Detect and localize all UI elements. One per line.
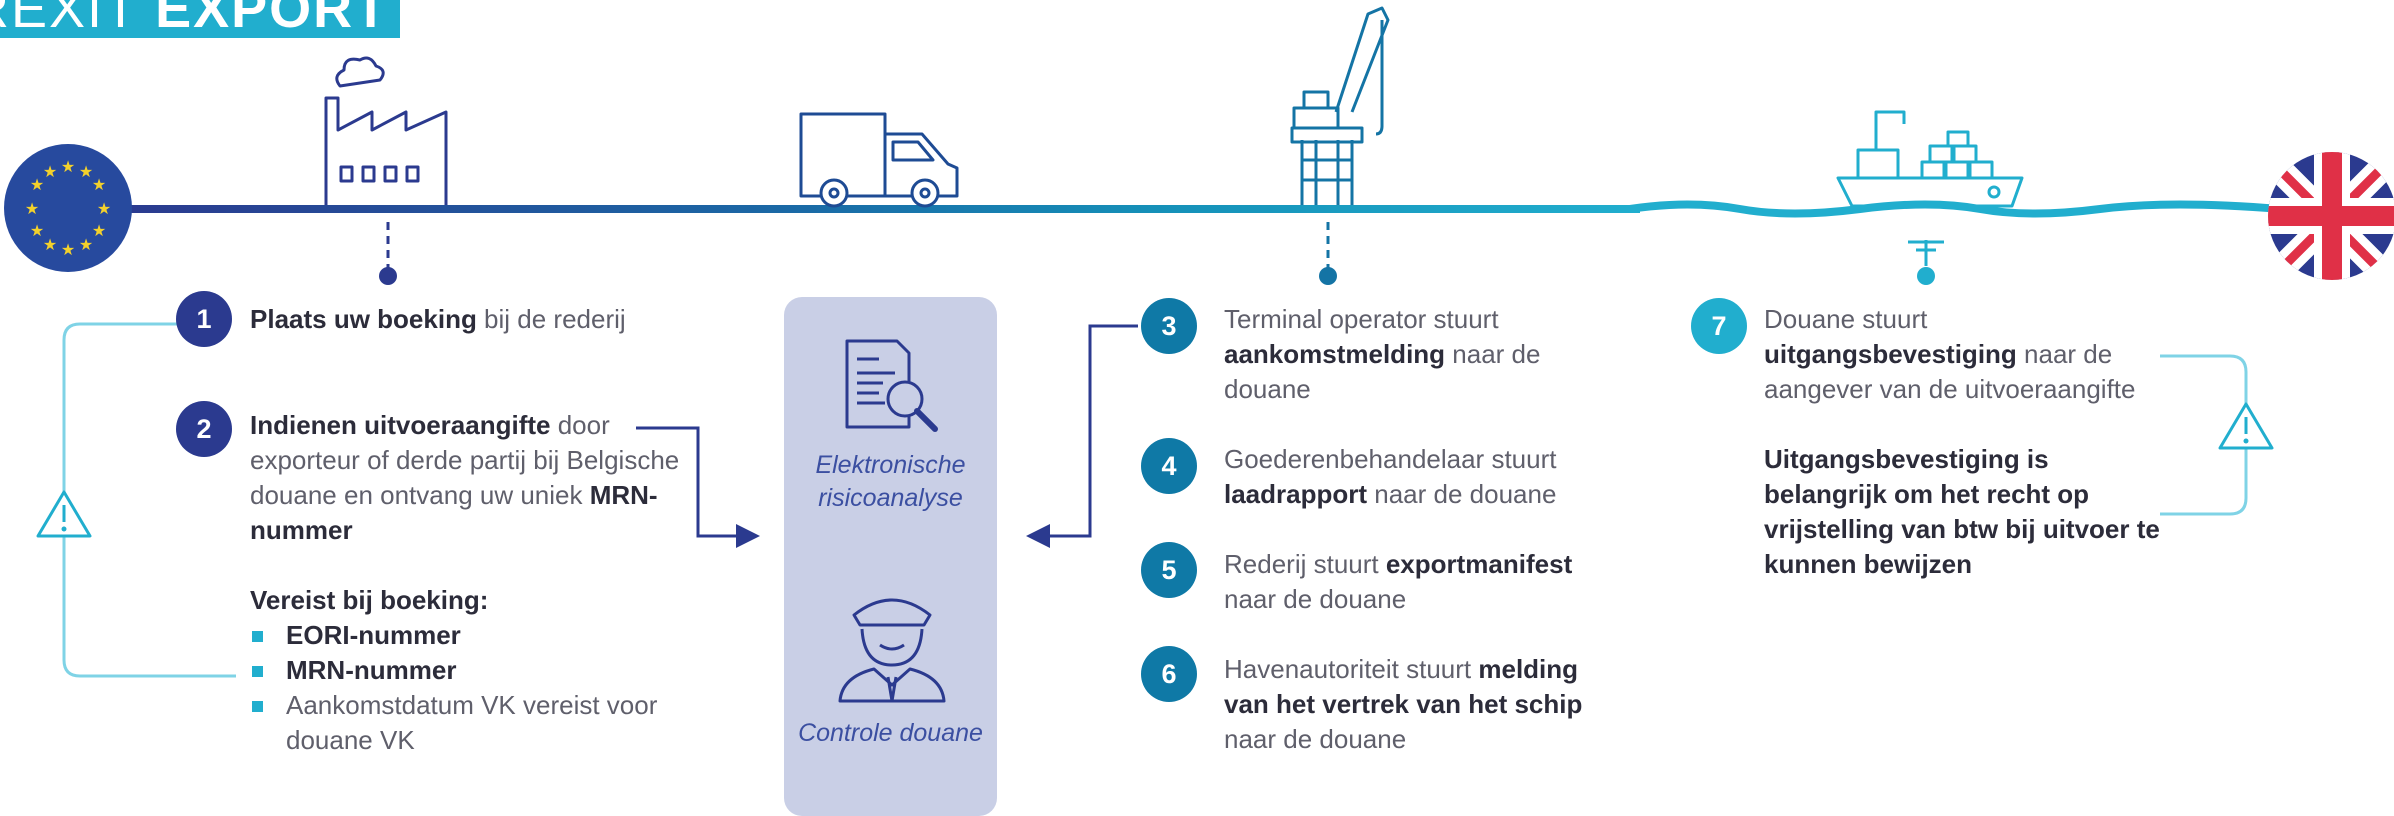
- list-item: EORI-nummer: [250, 618, 710, 653]
- step-6-text: Havenautoriteit stuurt melding van het v…: [1224, 654, 1583, 754]
- port-crane-icon: [1290, 6, 1390, 205]
- step-4-text: Goederenbehandelaar stuurt laadrapport n…: [1224, 444, 1557, 509]
- step-1-badge: 1: [176, 291, 232, 347]
- svg-text:★: ★: [92, 221, 106, 240]
- step-7-badge: 7: [1691, 298, 1747, 354]
- svg-text:★: ★: [97, 199, 111, 218]
- truck-icon: [799, 112, 959, 208]
- step-7-text: Douane stuurt uitgangsbevestiging naar d…: [1764, 304, 2136, 404]
- crane-connector: [1319, 222, 1337, 285]
- customs-control-label: Controle douane: [798, 719, 983, 747]
- svg-text:★: ★: [61, 157, 75, 176]
- svg-text:★: ★: [25, 199, 39, 218]
- factory-icon: [324, 56, 448, 205]
- step-2-badge: 2: [176, 401, 232, 457]
- container-ship-icon: [1836, 110, 2024, 208]
- customs-panel: Elektronische risicoanalyse Controle dou…: [784, 297, 997, 816]
- step-2-text: Indienen uitvoeraangifte door exporteur …: [250, 410, 680, 545]
- booking-feedback-loop: [62, 322, 236, 678]
- svg-text:★: ★: [79, 162, 93, 181]
- step-5-text: Rederij stuurt exportmanifest naar de do…: [1224, 549, 1573, 614]
- arrow-from-terminal: [1026, 324, 1138, 548]
- svg-text:★: ★: [30, 175, 44, 194]
- requirements-heading: Vereist bij boeking:: [250, 585, 489, 615]
- step-3-badge: 3: [1141, 298, 1197, 354]
- svg-text:★: ★: [92, 175, 106, 194]
- eu-flag-icon: ★★★ ★★★ ★★★ ★★★: [4, 144, 132, 272]
- booking-requirements: Vereist bij boeking: EORI-nummer MRN-num…: [250, 583, 710, 758]
- svg-text:★: ★: [79, 235, 93, 254]
- svg-text:★: ★: [61, 240, 75, 259]
- warning-triangle-icon: [2218, 402, 2274, 450]
- svg-text:★: ★: [30, 221, 44, 240]
- uk-flag-icon: [2268, 152, 2394, 280]
- list-item: Aankomstdatum VK vereist voor douane VK: [250, 688, 710, 758]
- customs-officer-icon: [838, 598, 946, 703]
- document-magnifier-icon: [845, 339, 938, 432]
- list-item: MRN-nummer: [250, 653, 710, 688]
- step-3-text: Terminal operator stuurt aankomstmelding…: [1224, 304, 1541, 404]
- step-4-badge: 4: [1141, 438, 1197, 494]
- risk-analysis-label: Elektronische risicoanalyse: [815, 451, 966, 512]
- arrow-to-risk-analysis: [636, 426, 760, 548]
- factory-connector: [379, 222, 397, 285]
- step-1-text: Plaats uw boeking bij de rederij: [250, 304, 626, 334]
- svg-text:★: ★: [43, 162, 57, 181]
- page-title: REXIT EXPORT: [0, 0, 390, 39]
- step-5-badge: 5: [1141, 542, 1197, 598]
- title-banner: REXIT EXPORT: [0, 0, 400, 39]
- requirements-list: EORI-nummer MRN-nummer Aankomstdatum VK …: [250, 618, 710, 758]
- vat-note: Uitgangsbevestiging is belangrijk om het…: [1764, 444, 2160, 579]
- warning-triangle-icon: [36, 490, 92, 538]
- ship-connector: [1908, 240, 1944, 285]
- step-6-badge: 6: [1141, 646, 1197, 702]
- svg-text:★: ★: [43, 235, 57, 254]
